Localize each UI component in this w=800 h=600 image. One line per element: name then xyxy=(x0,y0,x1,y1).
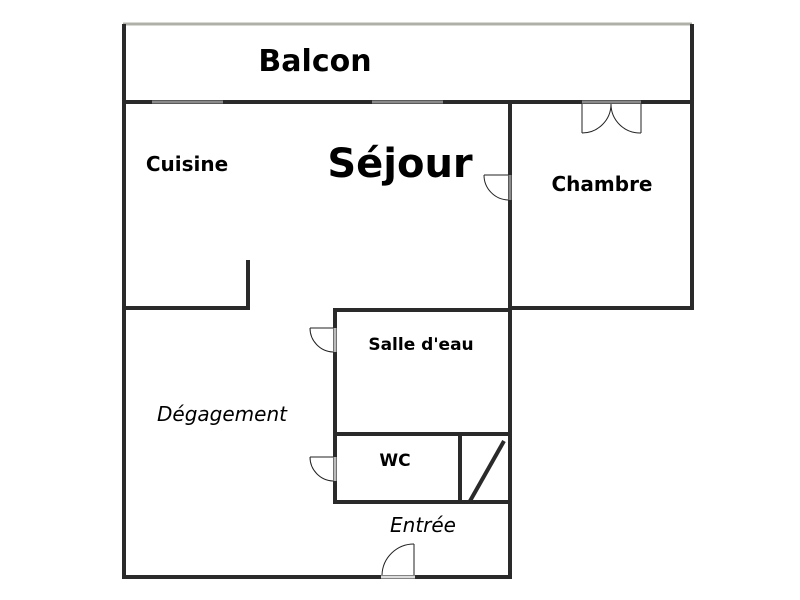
doors xyxy=(309,103,642,579)
entree-door xyxy=(381,543,415,579)
room-label-degagement: Dégagement xyxy=(157,402,288,426)
room-label-cuisine: Cuisine xyxy=(146,152,228,176)
sejour-door xyxy=(483,174,512,201)
salle-door xyxy=(309,327,337,353)
room-label-wc: WC xyxy=(379,451,410,471)
room-label-chambre: Chambre xyxy=(552,172,653,196)
closet-door xyxy=(468,440,506,502)
wc-door xyxy=(309,456,337,482)
room-label-salle-deau: Salle d'eau xyxy=(368,335,473,355)
room-label-entree: Entrée xyxy=(390,513,456,537)
walls xyxy=(122,24,694,579)
chambre-double-door xyxy=(581,103,642,134)
room-label-sejour: Séjour xyxy=(327,141,473,187)
room-label-balcon: Balcon xyxy=(258,44,371,79)
